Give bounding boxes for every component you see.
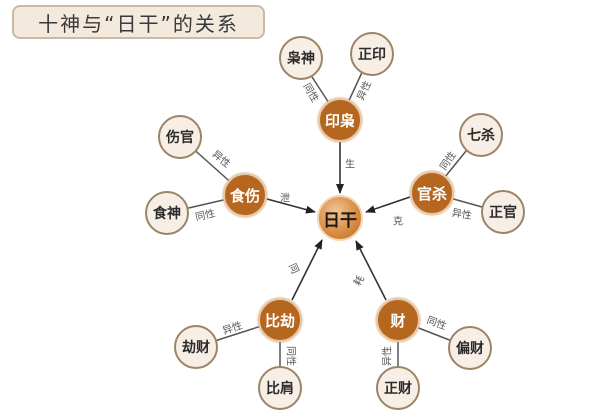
zhengcai-node: 正财 [376, 366, 420, 410]
relation-to-center-label: 泄 [280, 193, 290, 205]
day-stem-node: 日干 [317, 195, 363, 241]
guansha-node: 官杀 [410, 171, 454, 215]
relation-label: 异性 [450, 207, 473, 223]
xiaoshen-node: 枭神 [279, 36, 323, 80]
yinxiao-node: 印枭 [318, 98, 362, 142]
relation-label: 同性 [284, 346, 296, 366]
shishen-node: 食神 [145, 191, 189, 235]
qisha-node: 七杀 [459, 113, 503, 157]
shishang-node: 食伤 [223, 173, 267, 217]
shangguan-node: 伤官 [158, 115, 202, 159]
bijian-node: 比肩 [258, 366, 302, 410]
jiecai-node: 劫财 [174, 325, 218, 369]
diagram-title: 十神与“日干”的关系 [12, 5, 265, 39]
bijie-node: 比劫 [258, 298, 302, 342]
cai-node: 财 [376, 298, 420, 342]
zhengyin-node: 正印 [350, 32, 394, 76]
relation-label: 异性 [382, 346, 394, 366]
relation-to-center-label: 克 [393, 216, 403, 228]
zhengguan-node: 正官 [481, 190, 525, 234]
relation-to-center-label: 生 [345, 159, 355, 171]
piancai-node: 偏财 [448, 326, 492, 370]
